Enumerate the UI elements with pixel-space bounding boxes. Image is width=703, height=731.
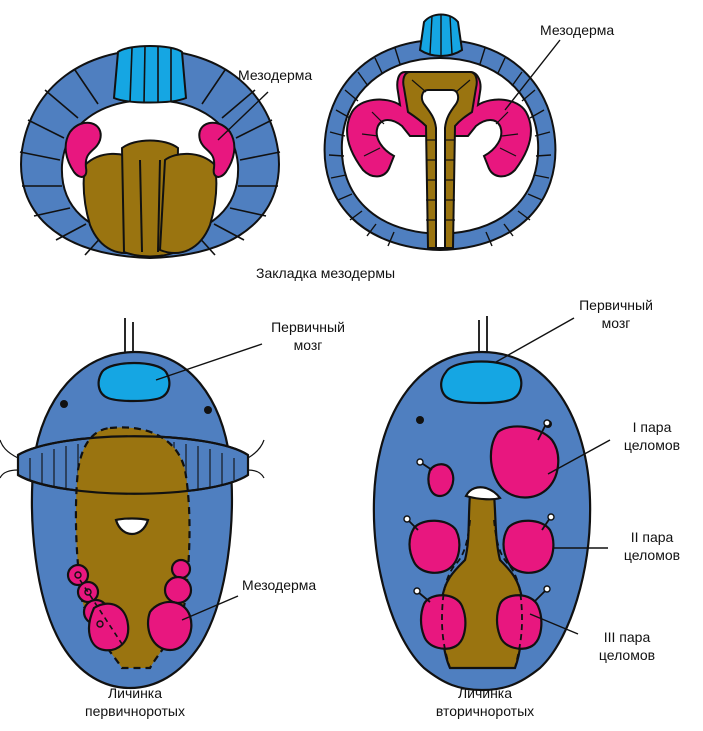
primary-brain: [97, 362, 171, 403]
deuterostome-mesoderm-origin-embryo: [323, 13, 557, 252]
label-primary-brain-left-line1: Первичный: [271, 319, 345, 335]
prototroch-cilia: [0, 439, 265, 479]
mesoderm-pointer-top-left: [217, 91, 269, 141]
label-protostome-larva-line1: Личинка: [107, 685, 163, 701]
brain-pointer-left: [155, 343, 263, 381]
coelom-pair-1: [427, 425, 560, 499]
deuterostome-larva: [372, 316, 592, 692]
label-deuterostome-larva-line2: вторичноротых: [435, 703, 535, 719]
apical-plate: [112, 45, 188, 104]
archenteron-lumen: [420, 89, 460, 249]
brain-pointer-right: [495, 317, 575, 363]
coelom-pair-1-pointer: [547, 439, 611, 475]
mouth: [464, 486, 502, 501]
ectoderm-cell-boundaries: [19, 69, 281, 256]
mesoderm-pointer-top-right: [504, 39, 561, 111]
mesoderm-cell-left: [64, 121, 102, 178]
label-coelom-pair-1-line1: I пара: [632, 419, 672, 435]
ectoderm-cell-boundaries: [328, 47, 552, 247]
label-coelom-pair-3-line2: целомов: [598, 647, 656, 663]
coelom-pair-3: [419, 594, 543, 650]
label-primary-brain-left-line2: мозг: [293, 337, 323, 353]
label-primary-brain-right-line1: Первичный: [579, 297, 653, 313]
mesoderm-pointer-bottom-left: [181, 595, 239, 621]
apical-tuft: [478, 316, 488, 355]
label-coelom-pair-1-line2: целомов: [623, 437, 681, 453]
label-mesoderm-bottom-left: Мезодерма: [242, 577, 317, 593]
label-coelom-pair-2-line2: целомов: [623, 547, 681, 563]
apical-tuft: [124, 318, 134, 355]
mesodermal-bands: [66, 558, 193, 652]
eye-spot-left: [60, 400, 68, 408]
protostome-larva: [0, 318, 265, 690]
label-mesoderm-top-left: Мезодерма: [238, 67, 313, 83]
endoderm-cells: [82, 139, 218, 258]
primary-brain: [440, 360, 523, 405]
protostome-mesoderm-origin-embryo: [19, 45, 281, 260]
coelom-pair-2: [408, 519, 555, 574]
label-mesoderm-top-right: Мезодерма: [540, 22, 615, 38]
label-primary-brain-right-line2: мозг: [601, 315, 631, 331]
label-coelom-pair-3-line1: III пара: [603, 629, 651, 645]
mouth: [114, 517, 150, 536]
mesoderm-cell-right: [198, 121, 236, 178]
label-protostome-larva-line2: первичноротых: [85, 703, 185, 719]
coelom-pair-3-pointer: [529, 613, 579, 635]
label-coelom-pair-2-line1: II пара: [630, 529, 674, 545]
eye-spot-left: [416, 416, 424, 424]
eye-spot-right: [204, 406, 212, 414]
label-deuterostome-larva-line1: Личинка: [457, 685, 513, 701]
label-mesoderm-origin: Закладка мезодермы: [256, 265, 396, 281]
